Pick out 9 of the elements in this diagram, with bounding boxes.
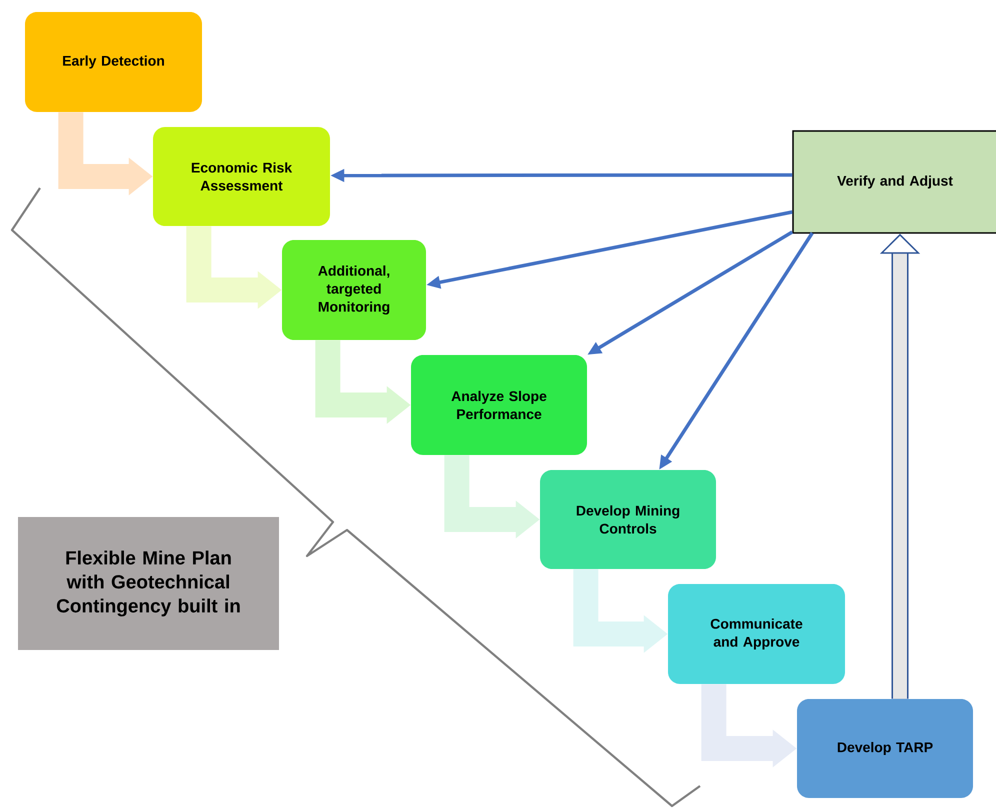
note-box: Flexible Mine Plan with Geotechnical Contingency built in [18,517,279,650]
process-box: Economic Risk Assessment [153,127,330,226]
process-box: Develop Mining Controls [540,470,716,569]
process-box: Additional, targeted Monitoring [282,240,426,340]
process-box: Verify and Adjust [792,130,996,234]
process-box: Analyze Slope Performance [411,355,587,455]
process-box: Develop TARP [797,699,973,798]
process-box: Early Detection [25,12,202,112]
process-box: Communicate and Approve [668,584,845,684]
